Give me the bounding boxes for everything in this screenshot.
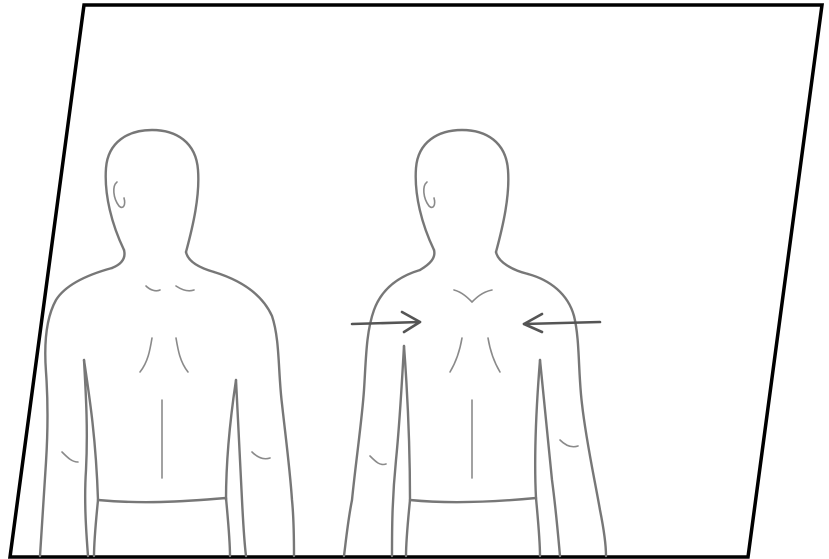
- parallelogram-frame: [10, 5, 822, 557]
